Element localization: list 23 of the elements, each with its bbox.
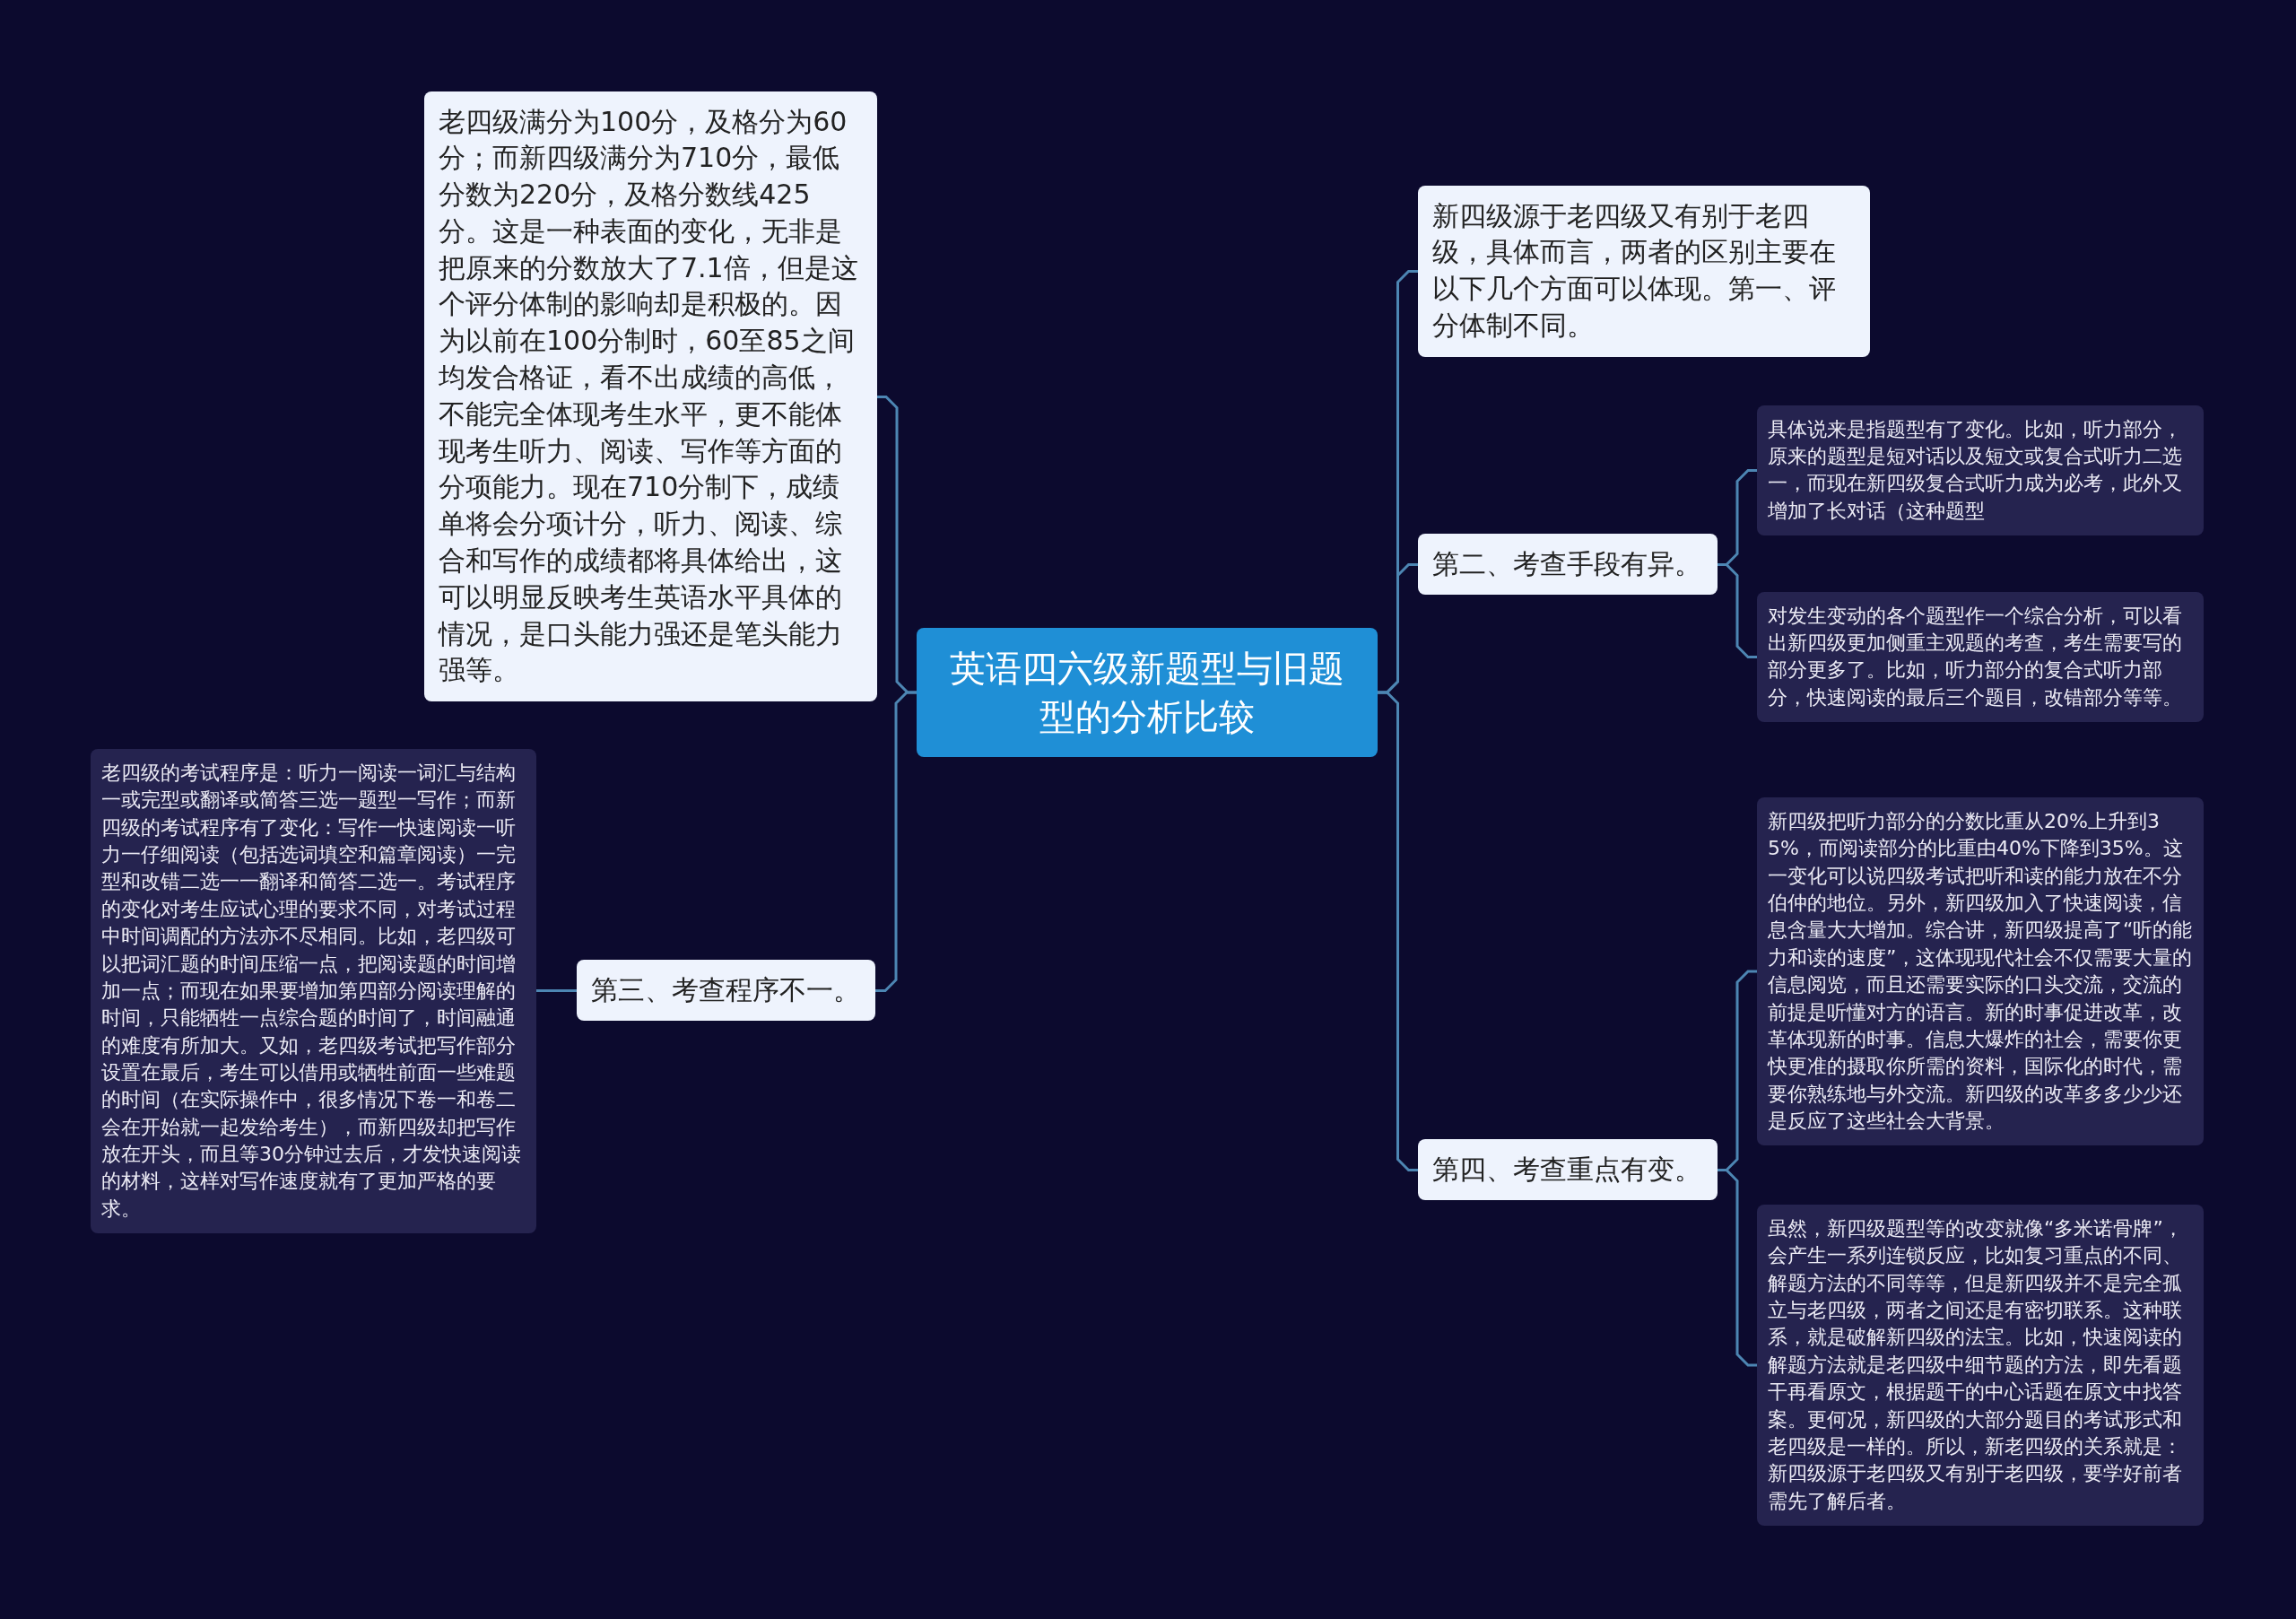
topic-text: 新四级源于老四级又有别于老四级，具体而言，两者的区别主要在以下几个方面可以体现。第一、评分体制不同。: [1432, 198, 1837, 343]
topic-text: 虽然，新四级题型等的改变就像“多米诺骨牌”，会产生一系列连锁反应，比如复习重点的不同、解题方法的不同等等，但是新四级并不是完全孤立与老四级，两者之间还是有密切联系。这种联系，就是破解新四级的法宝。比如，快速阅读的解题方法就是老四级中细节题的方法，即先看题干再看原文，根据题干的中心话题在原文中找答案。更何况，新四级的大部分题目的考试形式和老四级是一样的。所以，新老四级的关系就是：新四级源于老四级又有别于老四级，要学好前者需先了解后者。: [1768, 1216, 2184, 1514]
topic-box: [577, 959, 875, 1022]
topic-box: [1418, 185, 1870, 357]
topic-text: 老四级的考试程序是：听力一阅读一词汇与结构一或完型或翻译或简答三选一题型一写作；而新四级的考试程序有了变化：写作一快速阅读一听力一仔细阅读（包括选词填空和篇章阅读）一完型和改错二选一一翻译和简答二选一。考试程序的变化对考生应试心理的要求不同，对考试过程中时间调配的方法亦不尽相同。比如，老四级可以把词汇题的时间压缩一点，把阅读题的时间增加一点；而现在如果要增加第四部分阅读理解的时间，只能牺牲一点综合题的时间了，时间融通的难度有所加大。又如，老四级考试把写作部分设置在最后，考生可以借用或牺牲前面一些难题的时间（在实际操作中，很多情况下卷一和卷二会在开始就一起发给考生），而新四级却把写作放在开头，而且等30分钟过去后，才发快速阅读的材料，这样对写作速度就有了更加严格的要求。: [101, 761, 522, 1222]
central-topic-text: 英语四六级新题型与旧题型的分析比较: [949, 647, 1345, 739]
topic-box: [1418, 533, 1718, 596]
detail-note-box: [1757, 405, 2204, 535]
connector-line: [1718, 563, 1757, 658]
topic-box: [1418, 1138, 1718, 1201]
connector-line: [875, 691, 917, 992]
topic-text: 对发生变动的各个题型作一个综合分析，可以看出新四级更加侧重主观题的考查，考生需要写的部分更多了。比如，听力部分的复合式听力部分，快速阅读的最后三个题目，改错部分等等。: [1768, 603, 2183, 710]
connector-line: [1718, 1169, 1757, 1367]
topic-text: 第二、考查手段有异。: [1432, 546, 1702, 581]
connector-line: [1378, 691, 1418, 1171]
detail-note-box: [1757, 591, 2204, 722]
central-topic-box: [917, 628, 1378, 757]
topic-text: 老四级满分为100分，及格分为60分；而新四级满分为710分，最低分数为220分，及格分数线425分。这是一种表面的变化，无非是把原来的分数放大了7.1倍，但是这个评分体制的影响却是积极的。因为以前在100分制时，60至85之间均发合格证，看不出成绩的高低，不能完全体现考生水平，更不能体现考生听力、阅读、写作等方面的分项能力。现在710分制下，成绩单将会分项计分，听力、阅读、综合和写作的成绩都将具体给出，这可以明显反映考生英语水平具体的情况，是口头能力强还是笔头能力强等。: [439, 104, 859, 688]
topic-text: 第三、考查程序不一。: [591, 972, 861, 1007]
topic-text: 新四级把听力部分的分数比重从20%上升到35%，而阅读部分的比重由40%下降到35%。这一变化可以说四级考试把听和读的能力放在不分伯仲的地位。另外，新四级加入了快速阅读，信息含量大大增加。综合讲，新四级提高了“听的能力和读的速度”，这体现现代社会不仅需要大量的信息阅览，而且还需要实际的口头交流，交流的前提是听懂对方的语言。新的时事促进改革，改革体现新的时事。信息大爆炸的社会，需要你更快更准的摄取你所需的资料，国际化的时代，需要你熟练地与外交流。新四级的改革多多少少还是反应了这些社会大背景。: [1768, 809, 2193, 1134]
topic-text: 第四、考查重点有变。: [1432, 1152, 1702, 1187]
topic-text: 具体说来是指题型有了变化。比如，听力部分，原来的题型是短对话以及短文或复合式听力二选一，而现在新四级复合式听力成为必考，此外又增加了长对话（这种题型: [1768, 416, 2183, 524]
connector-line: [536, 989, 577, 992]
